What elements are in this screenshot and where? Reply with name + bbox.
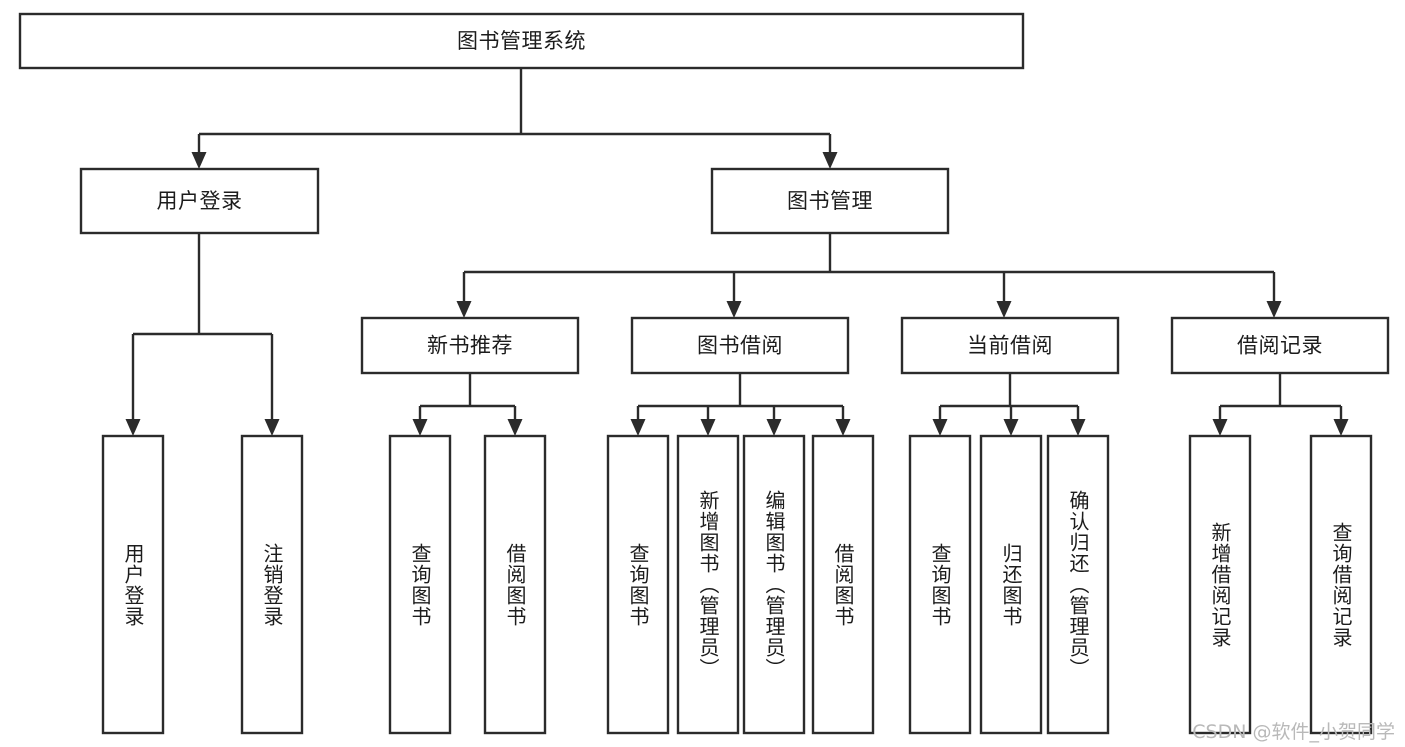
watermark-text: CSDN @软件_小贺同学 [1192, 721, 1395, 743]
connector-arrow-icon [1266, 301, 1282, 318]
node-box-leaf-query-book-current[interactable] [908, 434, 972, 735]
node-box-user-login[interactable] [79, 167, 320, 235]
node-box-new-book-recommend[interactable] [360, 316, 580, 375]
connector-group-root-to-level2 [197, 68, 832, 154]
node-label-user-login: 用户登录 [157, 189, 243, 213]
connector-arrow-icon [1003, 419, 1019, 436]
connector-arrow-icon [1070, 419, 1086, 436]
connector-arrow-icon [191, 152, 207, 169]
connector-group-borrow-record-to-leaves [1218, 373, 1343, 421]
node-box-leaf-user-login[interactable] [101, 434, 165, 735]
node-label-borrow-record: 借阅记录 [1237, 334, 1323, 358]
connector-arrow-icon [264, 419, 280, 436]
node-box-leaf-query-book-new[interactable] [388, 434, 452, 735]
node-box-leaf-add-borrow-record[interactable] [1188, 434, 1252, 735]
connector-group-user-login-to-leaves [131, 233, 274, 421]
connector-arrow-icon [1333, 419, 1349, 436]
connector-arrow-icon [996, 301, 1012, 318]
node-label-current-borrow: 当前借阅 [967, 334, 1053, 358]
connector-arrow-icon [726, 301, 742, 318]
node-label-new-book-recommend: 新书推荐 [427, 334, 513, 358]
node-box-current-borrow[interactable] [900, 316, 1120, 375]
connector-group-book-borrow-to-leaves [636, 373, 845, 421]
node-box-leaf-edit-book-admin[interactable] [742, 434, 806, 735]
node-label-book-management: 图书管理 [787, 189, 873, 213]
connector-arrow-icon [1212, 419, 1228, 436]
connector-arrow-icon [630, 419, 646, 436]
node-box-leaf-add-book-admin[interactable] [676, 434, 740, 735]
node-box-leaf-logout-login[interactable] [240, 434, 304, 735]
connector-group-book-management-to-level3 [462, 233, 1276, 303]
connector-group-current-borrow-to-leaves [938, 373, 1080, 421]
connector-arrow-icon [412, 419, 428, 436]
node-box-leaf-borrow-book-new[interactable] [483, 434, 547, 735]
connector-arrow-icon [835, 419, 851, 436]
connector-group-new-book-recommend-to-leaves [418, 373, 517, 421]
connector-arrow-icon [932, 419, 948, 436]
node-label-root: 图书管理系统 [457, 29, 586, 53]
connector-layer [125, 68, 1349, 436]
box-layer [18, 12, 1390, 735]
connector-arrow-icon [766, 419, 782, 436]
node-box-leaf-query-borrow-record[interactable] [1309, 434, 1373, 735]
node-box-borrow-record[interactable] [1170, 316, 1390, 375]
connector-arrow-icon [822, 152, 838, 169]
connector-arrow-icon [507, 419, 523, 436]
node-label-book-borrow: 图书借阅 [697, 334, 783, 358]
node-box-book-management[interactable] [710, 167, 950, 235]
node-box-book-borrow[interactable] [630, 316, 850, 375]
node-box-leaf-return-book[interactable] [979, 434, 1043, 735]
node-box-root[interactable] [18, 12, 1025, 70]
node-box-leaf-query-book-borrow[interactable] [606, 434, 670, 735]
node-box-leaf-borrow-book[interactable] [811, 434, 875, 735]
connector-arrow-icon [456, 301, 472, 318]
node-box-leaf-confirm-return-admin[interactable] [1046, 434, 1110, 735]
connector-arrow-icon [125, 419, 141, 436]
connector-arrow-icon [700, 419, 716, 436]
